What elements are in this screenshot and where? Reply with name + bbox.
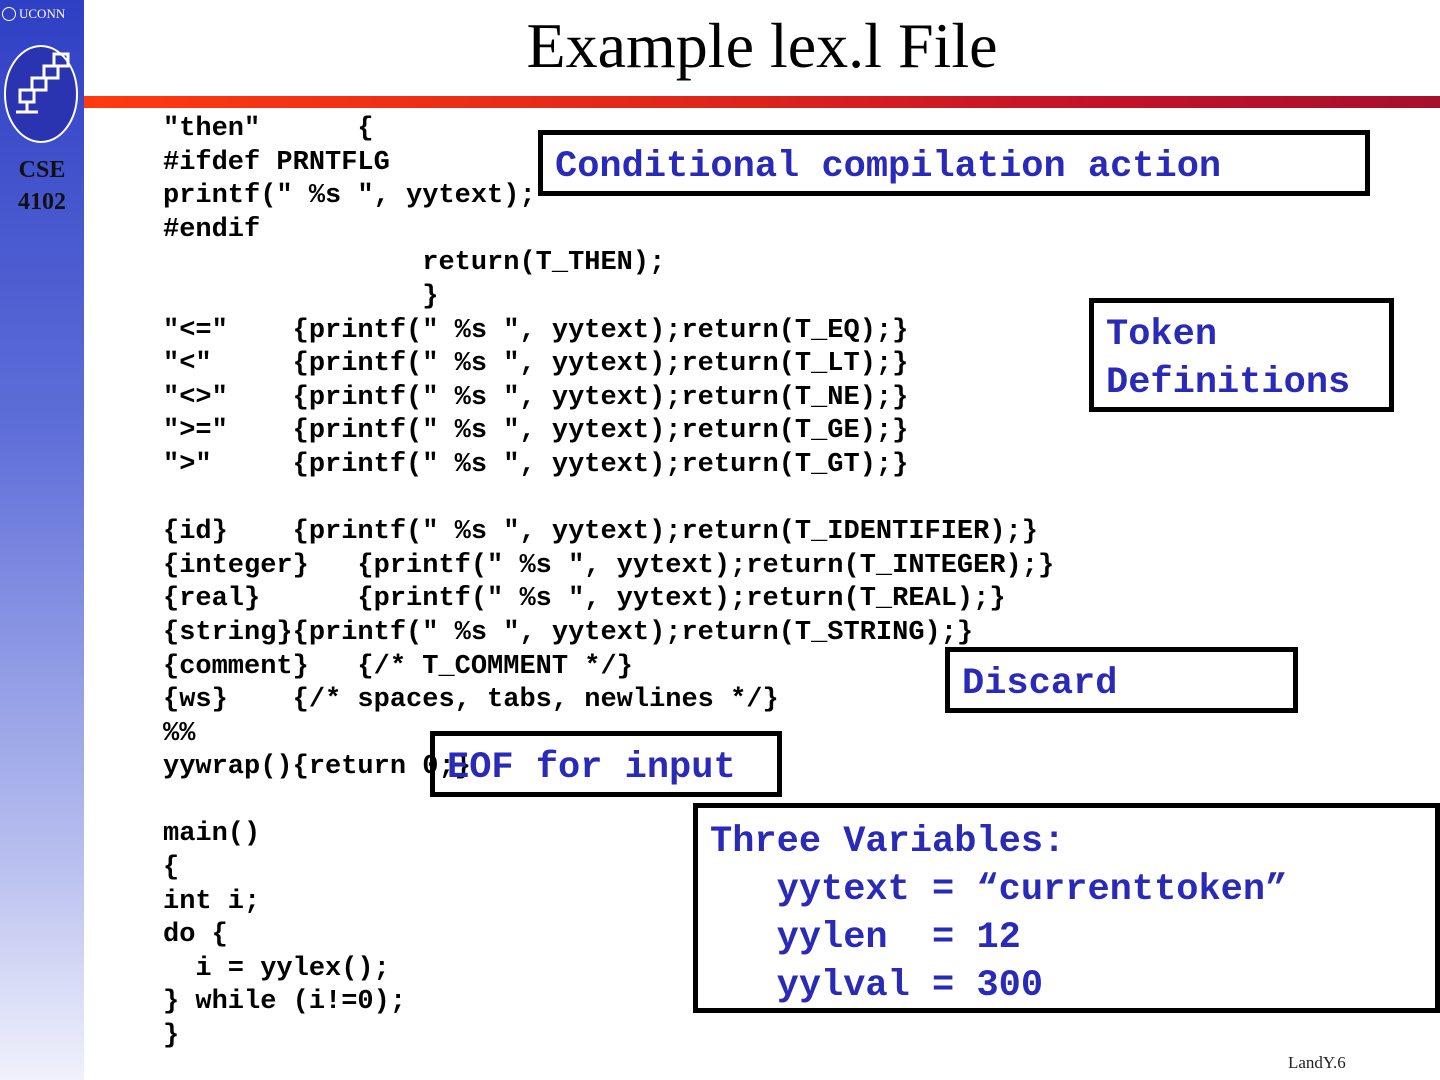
callout-three-variables: Three Variables: yytext = “currenttoken”… [693, 803, 1440, 1013]
callout-line: EOF for input [447, 747, 736, 789]
callout-token-definitions: Token Definitions [1089, 298, 1394, 412]
code-line: "<" {printf(" %s ", yytext);return(T_LT)… [163, 349, 909, 380]
code-line: #endif [163, 214, 261, 245]
code-line: return(T_THEN); [163, 248, 666, 279]
code-line: { [163, 853, 180, 884]
callout-eof-for-input: EOF for input [430, 731, 782, 797]
code-line: } [163, 1021, 180, 1052]
code-line: main() [163, 819, 261, 850]
callout-discard: Discard [945, 647, 1298, 713]
code-line: int i; [163, 886, 261, 917]
uconn-wordmark: UCONN [2, 4, 80, 24]
university-name: UCONN [19, 6, 66, 21]
code-line: } while (i!=0); [163, 987, 407, 1018]
callout-line: Discard [962, 663, 1118, 705]
code-line: ">" {printf(" %s ", yytext);return(T_GT)… [163, 449, 909, 480]
code-line: {id} {printf(" %s ", yytext);return(T_ID… [163, 517, 1038, 548]
slide-footer: LandY.6 [1288, 1053, 1346, 1072]
code-line: {string}{printf(" %s ", yytext);return(T… [163, 617, 974, 648]
code-line: printf(" %s ", yytext); [163, 181, 536, 212]
callout-line: yytext = “currenttoken” [710, 869, 1288, 911]
code-line: %% [163, 718, 196, 749]
code-line: do { [163, 920, 228, 951]
slide-title: Example lex.l File [526, 10, 998, 81]
code-line: #ifdef PRNTFLG [163, 147, 390, 178]
callout-line: Conditional compilation action [555, 146, 1222, 188]
code-line: {integer} {printf(" %s ", yytext);return… [163, 550, 1055, 581]
code-line: "<>" {printf(" %s ", yytext);return(T_NE… [163, 382, 909, 413]
title-underline [84, 96, 1440, 108]
course-code: CSE 4102 [0, 154, 84, 218]
course-subject: CSE [18, 157, 66, 183]
code-line: ">=" {printf(" %s ", yytext);return(T_GE… [163, 416, 909, 447]
callout-line: yylen = 12 [710, 917, 1021, 959]
callout-line: Three Variables: [710, 821, 1066, 863]
callout-conditional-compilation: Conditional compilation action [538, 130, 1370, 196]
sidebar: UCONN CSE 4102 [0, 0, 84, 1080]
callout-line: Definitions [1106, 362, 1351, 404]
code-line [163, 483, 1054, 517]
university-seal-icon [2, 7, 16, 21]
code-line: {comment} {/* T_COMMENT */} [163, 651, 633, 682]
code-line: } [163, 281, 439, 312]
code-line: {ws} {/* spaces, tabs, newlines */} [163, 685, 779, 716]
callout-line: Token [1106, 314, 1218, 356]
callout-line: yylval = 300 [710, 965, 1044, 1007]
code-line: "then" { [163, 114, 374, 144]
code-line: i = yylex(); [163, 953, 390, 984]
cse-department-logo [4, 45, 78, 143]
code-line: {real} {printf(" %s ", yytext);return(T_… [163, 584, 1006, 615]
code-line: "<=" {printf(" %s ", yytext);return(T_EQ… [163, 315, 909, 346]
course-number: 4102 [18, 189, 66, 215]
